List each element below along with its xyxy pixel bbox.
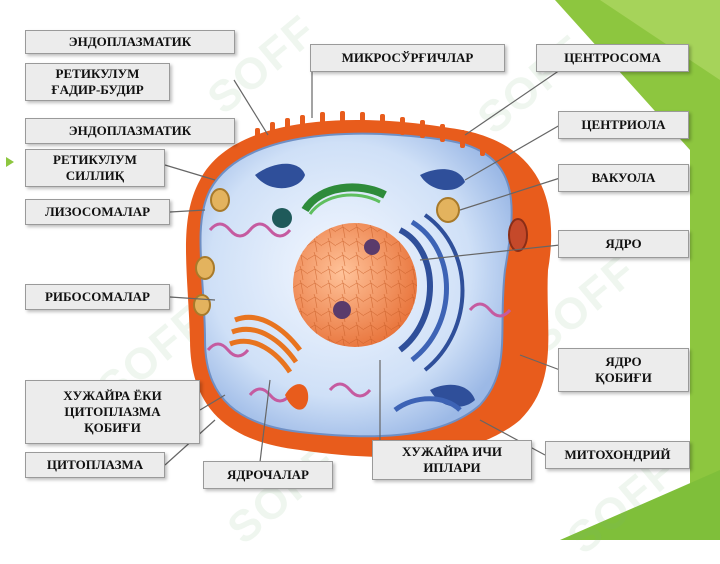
smooth-er bbox=[301, 183, 387, 213]
label-reticulum-rough: РЕТИКУЛУМ ҒАДИР-БУДИР bbox=[25, 63, 170, 101]
label-ribosomes: РИБОСОМАЛАР bbox=[25, 284, 170, 310]
label-mitochondria: МИТОХОНДРИЙ bbox=[545, 441, 690, 469]
label-nucleus: ЯДРО bbox=[558, 230, 689, 258]
label-cell-membrane: ХУЖАЙРА ЁКИ ЦИТОПЛАЗМА ҚОБИҒИ bbox=[25, 380, 200, 444]
label-cytoplasm: ЦИТОПЛАЗМА bbox=[25, 452, 165, 478]
nucleolus bbox=[333, 301, 351, 319]
mitochondrion bbox=[508, 218, 528, 252]
leader-lines bbox=[164, 69, 561, 466]
label-reticulum-smooth: РЕТИКУЛУМ СИЛЛИҚ bbox=[25, 149, 165, 187]
label-vacuole: ВАКУОЛА bbox=[558, 164, 689, 192]
label-endoplasmic-reticulum-smooth: ЭНДОПЛАЗМАТИК bbox=[25, 118, 235, 144]
triangle-right-icon bbox=[6, 157, 14, 167]
label-endoplasmic-reticulum-rough: ЭНДОПЛАЗМАТИК bbox=[25, 30, 235, 54]
microvilli bbox=[255, 111, 485, 156]
label-nucleoli: ЯДРОЧАЛАР bbox=[203, 461, 333, 489]
lysosomes bbox=[206, 222, 512, 403]
animal-cell-illustration bbox=[164, 69, 561, 466]
label-lysosomes: ЛИЗОСОМАЛАР bbox=[25, 199, 170, 225]
golgi-apparatus bbox=[229, 314, 302, 374]
label-microtubules: МИКРОСЎРҒИЧЛАР bbox=[310, 44, 505, 72]
label-nuclear-envelope: ЯДРО ҚОБИҒИ bbox=[558, 348, 689, 392]
label-centrosome: ЦЕНТРОСОМА bbox=[536, 44, 689, 72]
label-cytoskeleton: ХУЖАЙРА ИЧИ ИПЛАРИ bbox=[372, 440, 532, 480]
vacuole bbox=[436, 197, 460, 223]
label-centriole: ЦЕНТРИОЛА bbox=[558, 111, 689, 139]
